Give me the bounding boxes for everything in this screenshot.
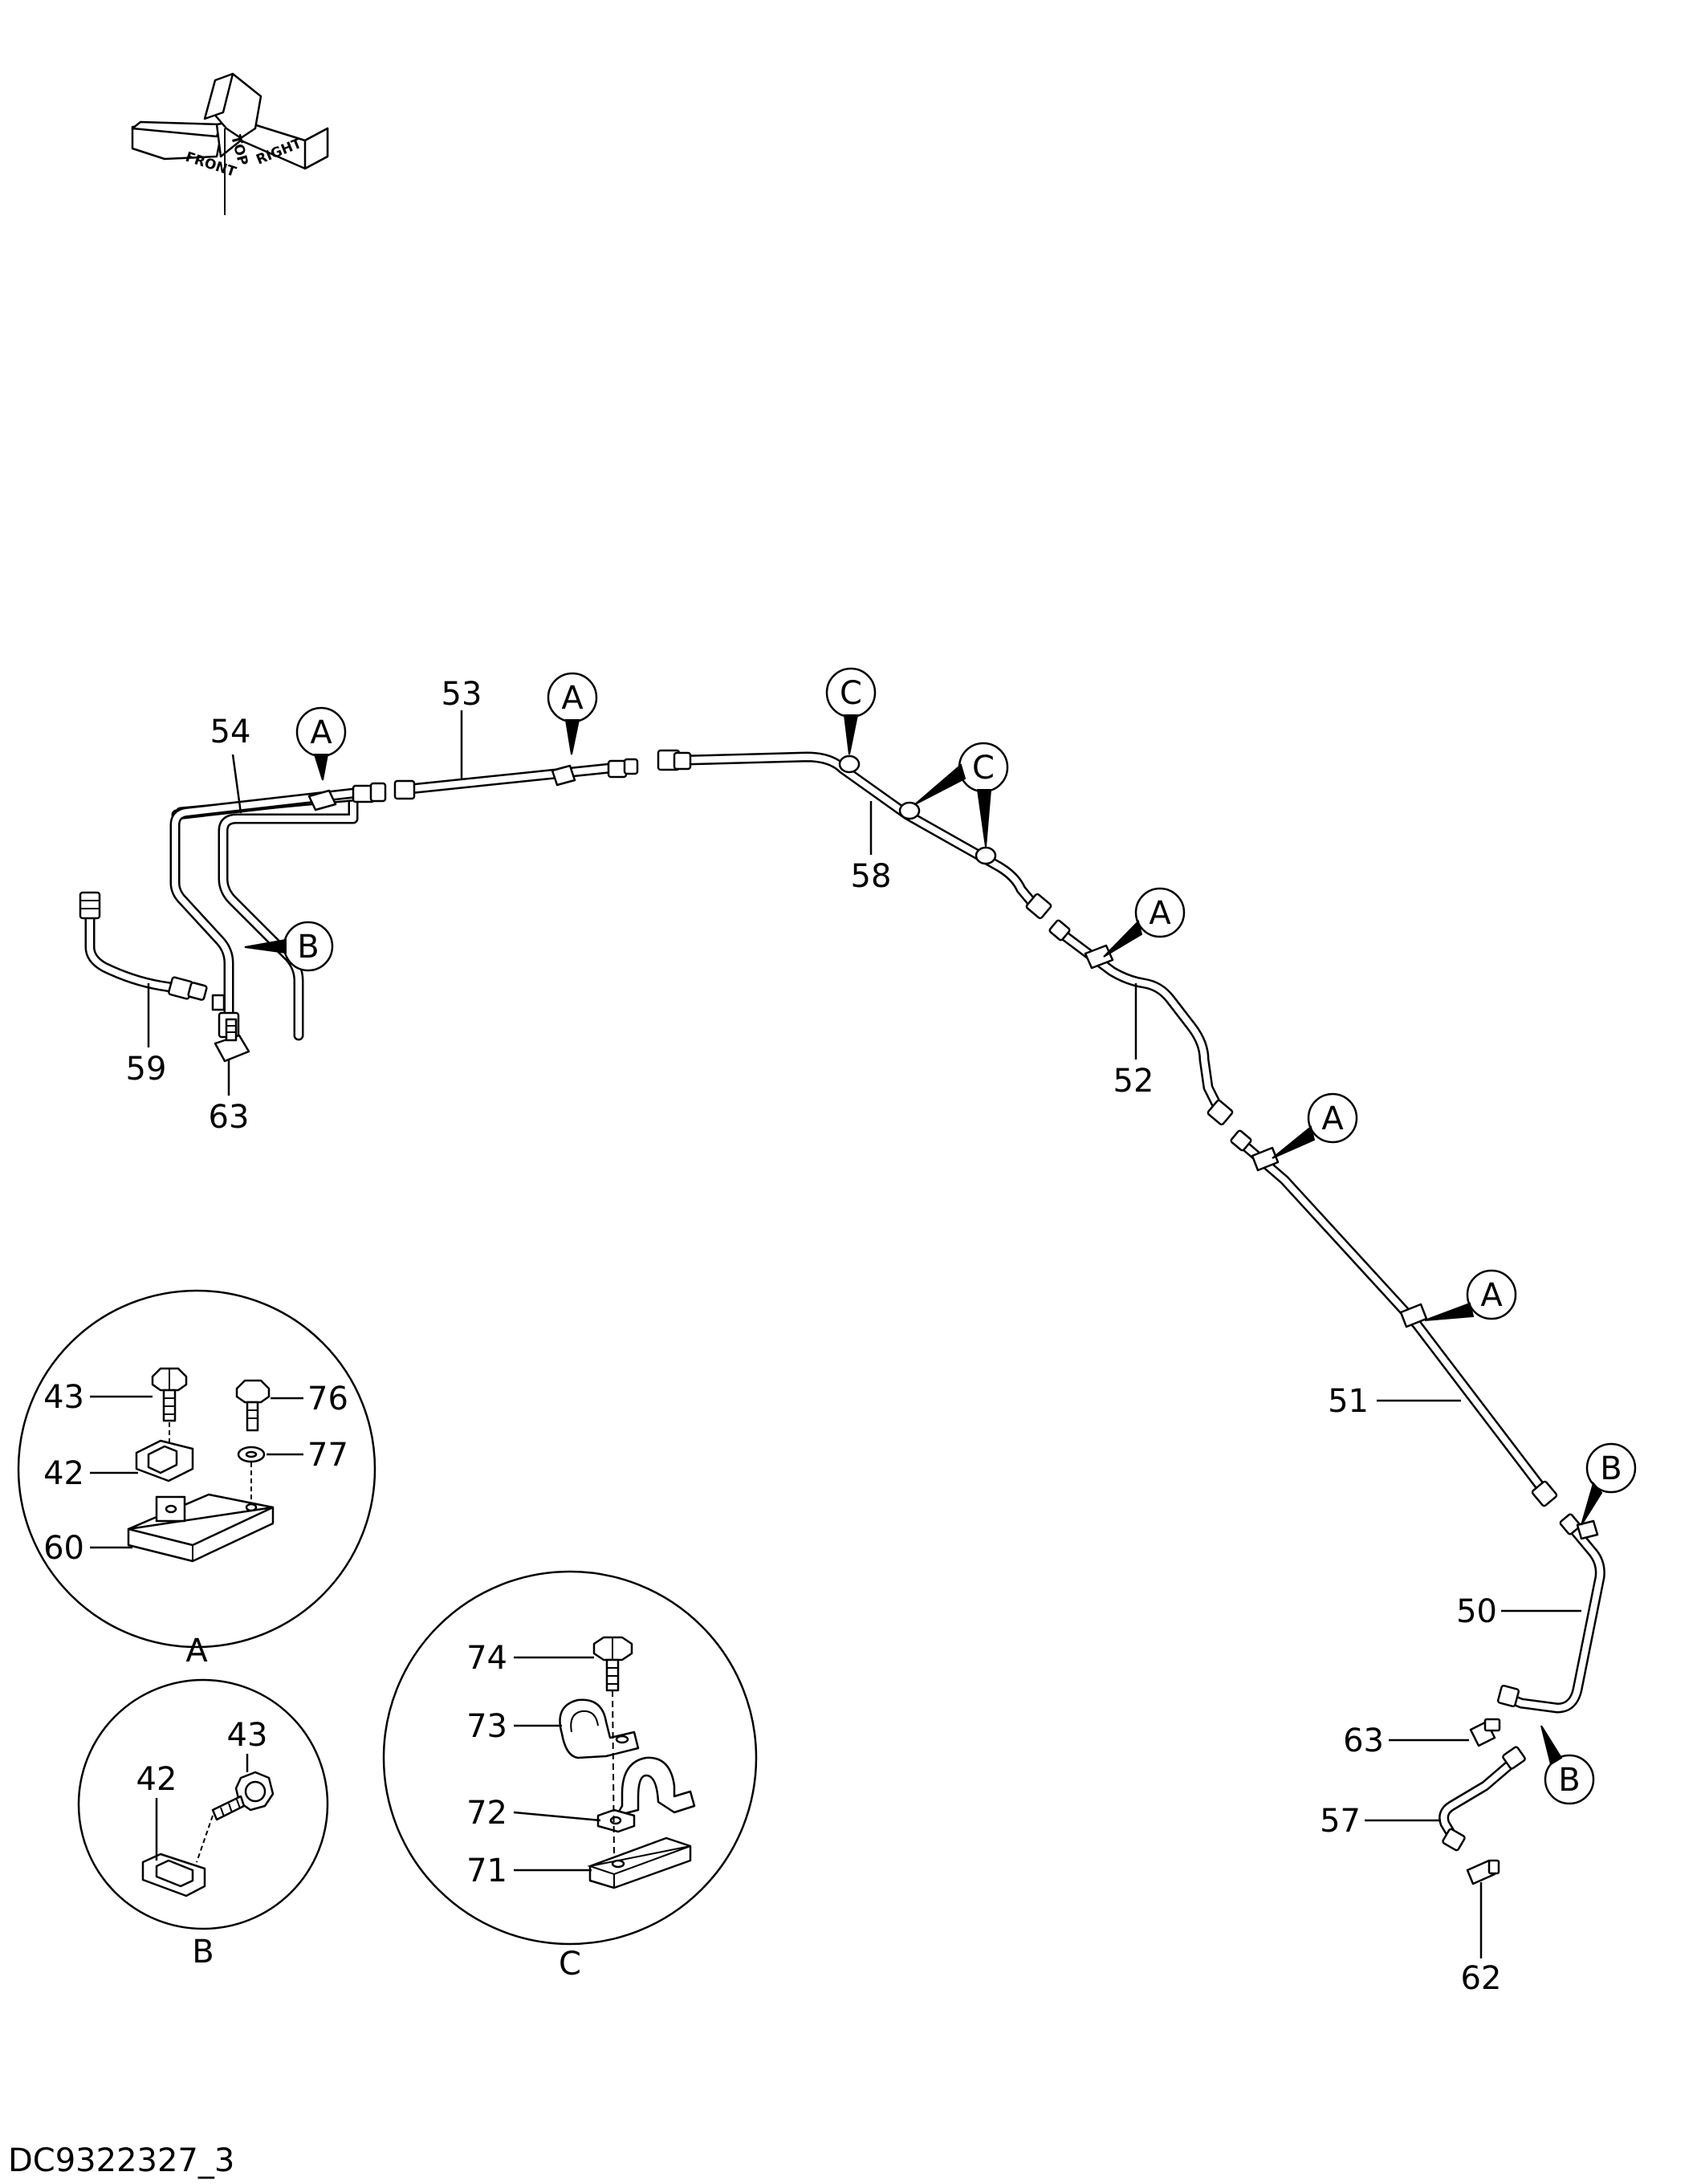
balloon-a-1: A (310, 714, 332, 751)
balloon-a-3: A (1149, 895, 1171, 932)
detail-a-label-43: 43 (43, 1379, 84, 1416)
part-label-63-right: 63 (1343, 1722, 1384, 1759)
part-label-53: 53 (442, 676, 482, 713)
detail-a-label-42: 42 (43, 1455, 84, 1492)
detail-a-caption: A (185, 1633, 208, 1670)
balloon-a-2: A (561, 680, 584, 717)
pipe-54-main (169, 787, 367, 1021)
detail-reference-balloons: A A A A A B B B C C (244, 667, 1637, 1805)
detail-c-caption: C (559, 1946, 581, 1983)
detail-view-a: 43 76 42 77 60 A (17, 1289, 376, 1670)
leader-lines (147, 710, 1581, 1958)
part-label-63-left: 63 (209, 1099, 250, 1136)
part-label-54: 54 (210, 714, 251, 750)
detail-a-label-76: 76 (307, 1381, 348, 1417)
balloon-c-1: C (840, 675, 862, 712)
detail-a-label-60: 60 (43, 1530, 84, 1567)
pipe-50 (1502, 1523, 1605, 1714)
detail-b-label-42: 42 (136, 1761, 177, 1798)
balloon-b-1: B (297, 929, 319, 966)
detail-b-label-43: 43 (227, 1717, 268, 1754)
part-number-labels: 54 53 58 52 59 63 51 50 63 57 62 (126, 676, 1502, 1997)
document-id: DC9322327_3 (8, 2142, 234, 2179)
pipe-57 (1439, 1756, 1519, 1845)
fittings (79, 749, 1599, 1885)
part-label-52: 52 (1113, 1063, 1154, 1100)
part-label-57: 57 (1320, 1803, 1361, 1840)
balloon-a-5: A (1480, 1277, 1503, 1314)
pipe-51 (1237, 1138, 1551, 1499)
detail-c-label-72: 72 (466, 1795, 507, 1832)
detail-view-c: 74 73 72 71 C (382, 1570, 758, 1983)
part-label-59: 59 (126, 1051, 167, 1088)
balloon-b-3: B (1558, 1762, 1580, 1799)
detail-b-caption: B (192, 1934, 214, 1970)
part-label-51: 51 (1328, 1383, 1369, 1420)
detail-c-label-71: 71 (466, 1853, 507, 1889)
balloon-a-4: A (1321, 1100, 1344, 1137)
pipe-59 (84, 909, 186, 994)
part-label-62: 62 (1461, 1960, 1502, 1997)
detail-a-label-77: 77 (307, 1437, 348, 1474)
detail-view-b: 42 43 B (77, 1678, 329, 1970)
pipe-53 (404, 763, 616, 795)
detail-c-label-74: 74 (466, 1640, 507, 1677)
part-label-58: 58 (851, 858, 892, 895)
orientation-symbol: FRONT TOP RIGHT (131, 72, 329, 215)
pipe-52 (1058, 929, 1226, 1117)
part-label-50: 50 (1456, 1593, 1497, 1630)
detail-c-label-73: 73 (466, 1708, 507, 1745)
balloon-b-2: B (1600, 1450, 1622, 1487)
balloon-c-2: C (972, 750, 995, 787)
